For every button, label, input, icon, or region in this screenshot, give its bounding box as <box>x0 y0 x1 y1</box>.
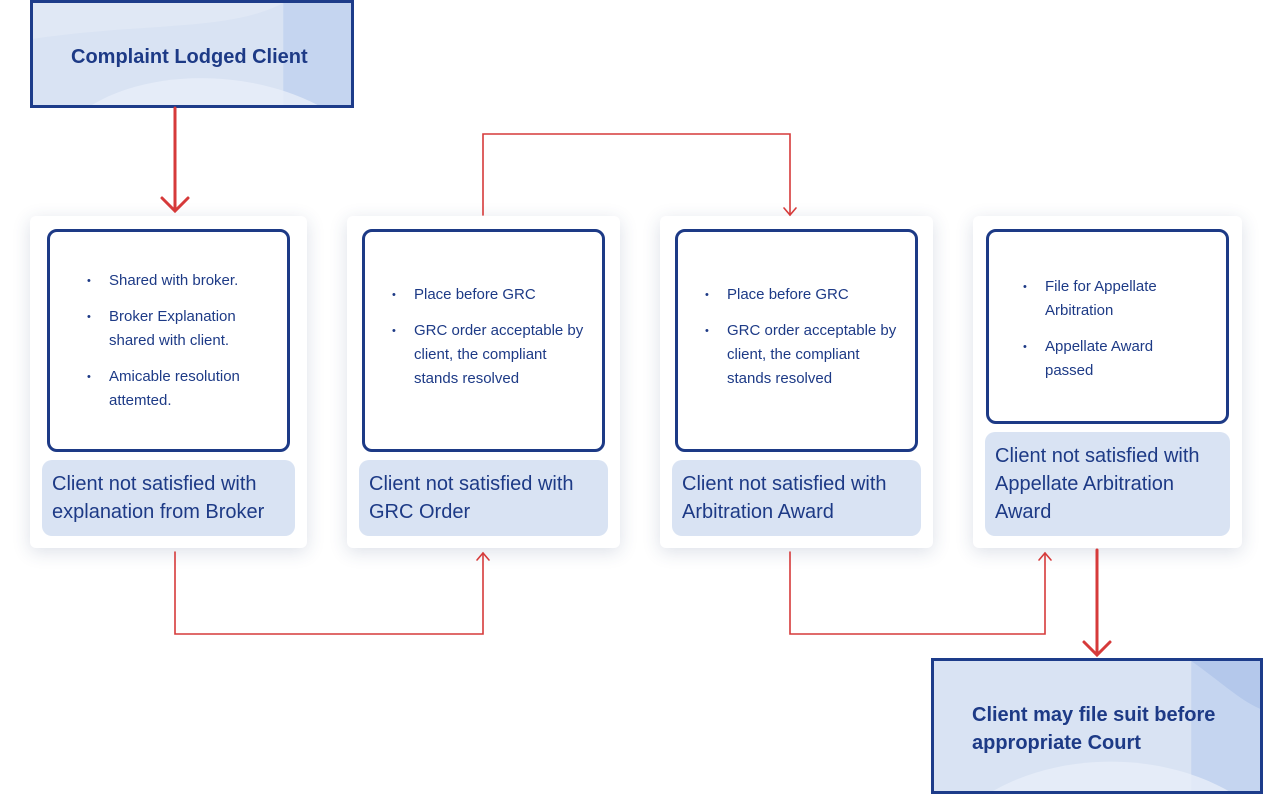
stage-3-details: Place before GRC GRC order acceptable by… <box>675 229 918 452</box>
start-node-title: Complaint Lodged Client <box>71 46 308 68</box>
stage-1-details: Shared with broker. Broker Explanation s… <box>47 229 290 452</box>
stage-1-bullet-list: Shared with broker. Broker Explanation s… <box>87 269 267 425</box>
stage-2-bullet-list: Place before GRC GRC order acceptable by… <box>392 283 587 403</box>
arrow-stage-2-to-stage-3 <box>482 133 797 217</box>
stage-1-bullet: Broker Explanation shared with client. <box>87 305 267 353</box>
arrow-start-to-stage-1 <box>160 106 190 214</box>
stage-card-2: Place before GRC GRC order acceptable by… <box>347 216 620 548</box>
end-node-title: Client may file suit before appropriate … <box>972 704 1216 754</box>
stage-4-bullet-list: File for Appellate Arbitration Appellate… <box>1023 275 1203 395</box>
stage-2-details: Place before GRC GRC order acceptable by… <box>362 229 605 452</box>
stage-2-outcome: Client not satisfied with GRC Order <box>359 460 608 536</box>
stage-card-4: File for Appellate Arbitration Appellate… <box>973 216 1242 548</box>
decorative-wave <box>33 3 351 105</box>
end-node: Client may file suit before appropriate … <box>931 658 1263 794</box>
stage-1-bullet: Amicable resolution attemted. <box>87 365 267 413</box>
stage-card-3: Place before GRC GRC order acceptable by… <box>660 216 933 548</box>
stage-3-bullet: GRC order acceptable by client, the comp… <box>705 319 900 391</box>
arrow-stage-3-to-stage-4 <box>789 551 1052 635</box>
stage-4-bullet: File for Appellate Arbitration <box>1023 275 1203 323</box>
stage-card-1: Shared with broker. Broker Explanation s… <box>30 216 307 548</box>
arrow-stage-1-to-stage-2 <box>174 551 490 635</box>
stage-1-bullet: Shared with broker. <box>87 269 267 293</box>
stage-3-bullet: Place before GRC <box>705 283 900 307</box>
stage-2-bullet: GRC order acceptable by client, the comp… <box>392 319 587 391</box>
stage-3-outcome: Client not satisfied with Arbitration Aw… <box>672 460 921 536</box>
stage-2-bullet: Place before GRC <box>392 283 587 307</box>
start-node: Complaint Lodged Client <box>30 0 354 108</box>
stage-4-details: File for Appellate Arbitration Appellate… <box>986 229 1229 424</box>
decorative-wave <box>992 661 1260 791</box>
stage-1-outcome: Client not satisfied with explanation fr… <box>42 460 295 536</box>
stage-4-outcome: Client not satisfied with Appellate Arbi… <box>985 432 1230 536</box>
stage-3-bullet-list: Place before GRC GRC order acceptable by… <box>705 283 900 403</box>
arrow-stage-4-to-end <box>1082 548 1112 658</box>
stage-4-bullet: Appellate Award passed <box>1023 335 1203 383</box>
